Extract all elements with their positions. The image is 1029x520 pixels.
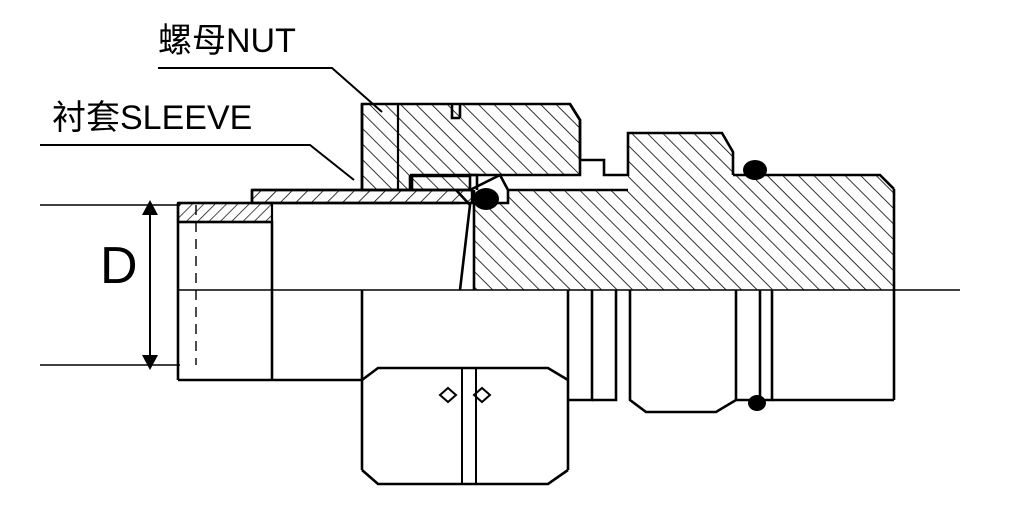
o-ring-seals xyxy=(473,160,767,411)
diameter-dimension xyxy=(40,200,197,370)
tube-upper-wall xyxy=(176,201,274,224)
nut-body xyxy=(360,102,582,192)
label-diameter: D xyxy=(100,237,138,295)
nut-leader-line xyxy=(158,67,383,113)
label-sleeve: 衬套SLEEVE xyxy=(52,99,253,137)
sleeve-body xyxy=(250,188,474,205)
label-nut: 螺母NUT xyxy=(158,22,296,60)
fitting-body xyxy=(474,133,894,290)
sleeve-leader-line xyxy=(40,144,355,181)
